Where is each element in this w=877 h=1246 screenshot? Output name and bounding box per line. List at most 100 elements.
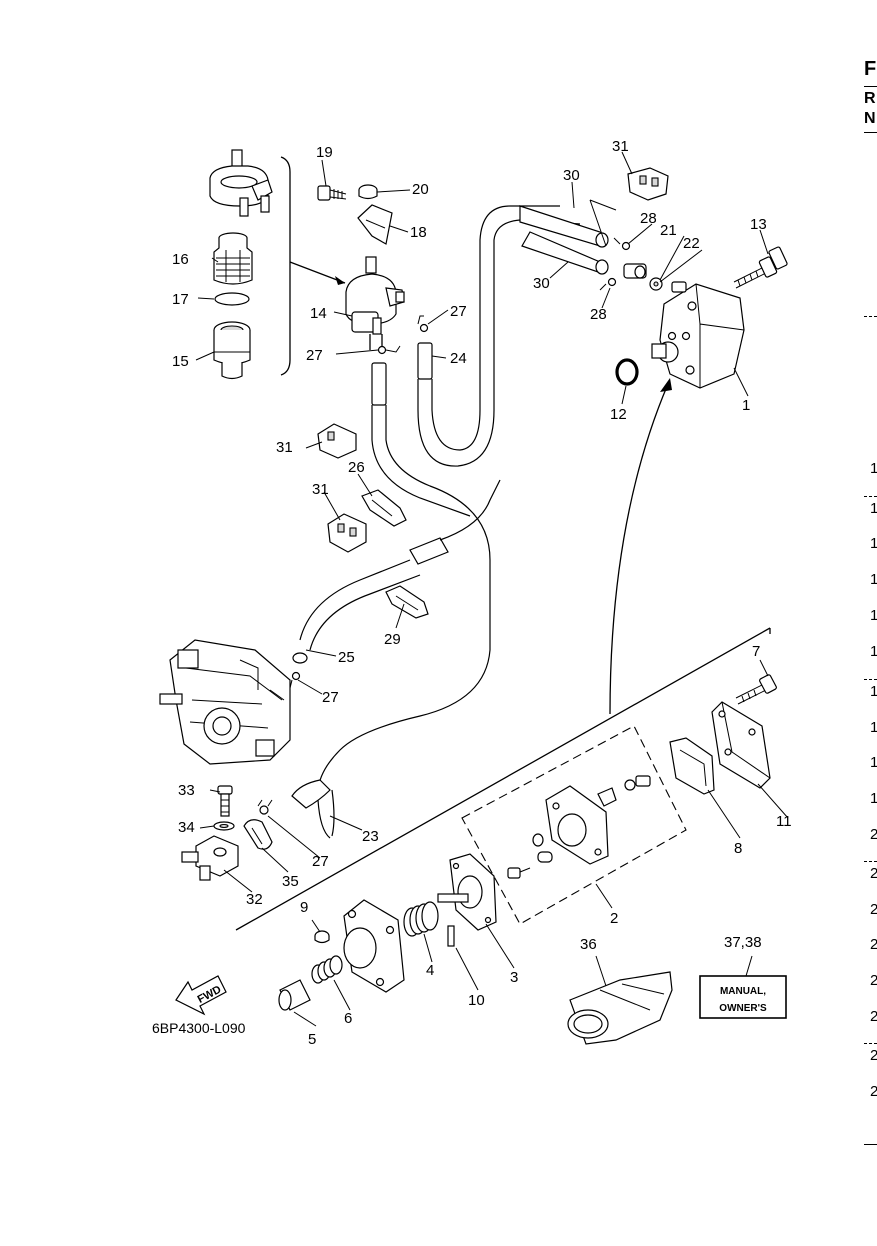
label-2: 2 [610, 910, 618, 927]
clip-26 [361, 489, 407, 527]
clip-28-lower [599, 277, 617, 291]
connector-31-lower [327, 513, 367, 553]
label-27-b: 27 [450, 303, 467, 320]
filter-cup [213, 321, 251, 380]
margin-tick [864, 1043, 877, 1044]
manual-label-line1: MANUAL, [720, 986, 766, 997]
tool-bag-36 [567, 971, 673, 1045]
label-12: 12 [610, 406, 627, 423]
margin-tick [864, 496, 877, 497]
fwd-arrow-icon: FWD [175, 975, 227, 1016]
drawing-code: 6BP4300-L090 [152, 1020, 246, 1036]
filter-subassembly-bracket [280, 156, 346, 376]
nut-9 [314, 930, 330, 944]
margin-row-number: 2 [870, 1008, 877, 1025]
plunger-5 [278, 979, 311, 1011]
hose-25 [292, 479, 501, 664]
washer-34 [213, 821, 235, 831]
label-16: 16 [172, 251, 189, 268]
assembly-arrow [609, 378, 672, 715]
connector-31-top [627, 167, 669, 201]
label-37-38: 37,38 [724, 934, 762, 951]
hose-vertical-from-filter [317, 362, 491, 791]
label-31-middle: 31 [276, 439, 293, 456]
margin-tick [864, 679, 877, 680]
clip-29 [385, 585, 429, 619]
margin-row-number: 1 [870, 535, 877, 552]
gasket-8 [669, 737, 715, 795]
label-17: 17 [172, 291, 189, 308]
margin-row-number: 2 [870, 826, 877, 843]
label-6: 6 [344, 1010, 352, 1027]
label-15: 15 [172, 353, 189, 370]
label-27-a: 27 [306, 347, 323, 364]
label-3: 3 [510, 969, 518, 986]
label-27-d: 27 [312, 853, 329, 870]
clip-27-upper-right [417, 315, 429, 333]
margin-rule [864, 1144, 877, 1145]
filter-cap-assembly [209, 149, 273, 217]
label-30-bottom: 30 [533, 275, 550, 292]
margin-row-number: 1 [870, 754, 877, 771]
gasket-35 [243, 819, 273, 850]
margin-row-number: 2 [870, 1047, 877, 1064]
clip-27-upper-left [377, 345, 401, 355]
label-8: 8 [734, 840, 742, 857]
clip-28-upper [613, 237, 631, 251]
margin-row-number: 2 [870, 936, 877, 953]
label-23: 23 [362, 828, 379, 845]
pump-base-body [343, 899, 405, 993]
label-19: 19 [316, 144, 333, 161]
spring-6 [311, 955, 343, 984]
label-21: 21 [660, 222, 677, 239]
label-32: 32 [246, 891, 263, 908]
label-25: 25 [338, 649, 355, 666]
manual-label-line2: OWNER'S [719, 1003, 767, 1014]
label-27-c: 27 [322, 689, 339, 706]
diaphragm-3 [437, 853, 497, 931]
label-1: 1 [742, 397, 750, 414]
leader-lines [195, 151, 789, 1027]
hose-24-segment [417, 205, 581, 467]
bolt-19 [317, 185, 347, 201]
carburetor-illustration [159, 639, 291, 765]
label-33: 33 [178, 782, 195, 799]
margin-tick [864, 316, 877, 317]
washer-22 [649, 277, 663, 291]
label-29: 29 [384, 631, 401, 648]
margin-row-number: 2 [870, 1083, 877, 1100]
label-20: 20 [412, 181, 429, 198]
margin-row-number: 2 [870, 865, 877, 882]
bracket-18 [357, 204, 393, 245]
label-26: 26 [348, 459, 365, 476]
bolt-33 [217, 785, 233, 817]
label-7: 7 [752, 643, 760, 660]
margin-header-letter: N [864, 110, 876, 127]
o-ring-12 [615, 358, 639, 386]
owners-manual-box: MANUAL, OWNER'S [699, 975, 787, 1019]
pump-kit-2-parts [507, 775, 651, 879]
fuel-pump-body-1 [651, 281, 745, 389]
margin-rule [864, 132, 877, 133]
margin-row-number: 2 [870, 972, 877, 989]
margin-row-number: 2 [870, 901, 877, 918]
label-18: 18 [410, 224, 427, 241]
margin-row-number: 1 [870, 719, 877, 736]
margin-row-number: 1 [870, 500, 877, 517]
label-9: 9 [300, 899, 308, 916]
clip-27-carb [289, 671, 301, 689]
margin-row-number: 1 [870, 790, 877, 807]
pin-10 [447, 925, 455, 947]
margin-tick [864, 861, 877, 862]
clip-27-lower [257, 799, 273, 815]
margin-rule [864, 86, 877, 87]
label-28-lower: 28 [590, 306, 607, 323]
label-4: 4 [426, 962, 434, 979]
seal-21 [623, 263, 647, 279]
label-14: 14 [310, 305, 327, 322]
margin-header-letter: F [864, 58, 877, 80]
label-31-top: 31 [612, 138, 629, 155]
label-31-lower: 31 [312, 481, 329, 498]
